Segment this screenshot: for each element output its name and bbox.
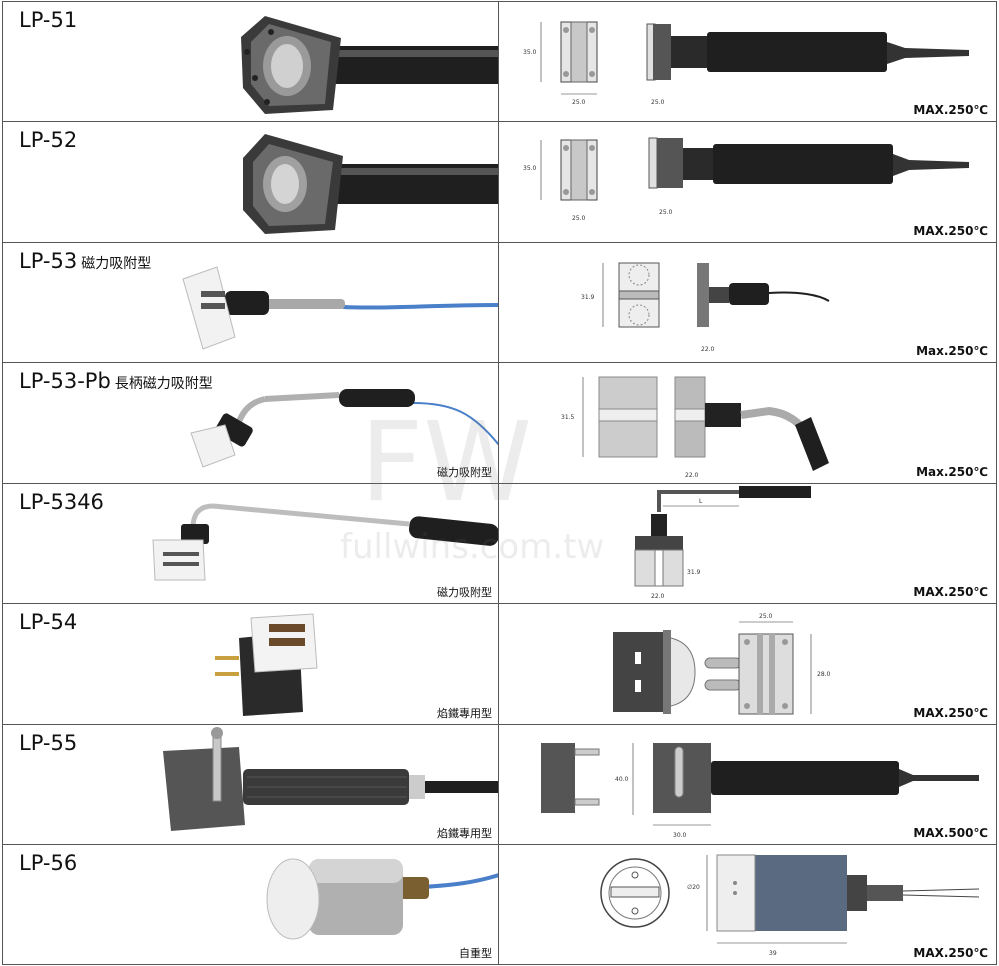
model-label: LP-54 <box>19 610 78 634</box>
photo-cell: LP-55 焰鐵專用型 <box>3 725 499 844</box>
probe-photo <box>241 16 498 114</box>
dim-height: 31.9 <box>581 294 595 301</box>
probe-photo <box>190 389 498 468</box>
dim-length: L <box>699 498 703 505</box>
product-row-lp-54: LP-54 焰鐵專用型 <box>3 604 996 725</box>
probe-photo <box>243 134 498 234</box>
product-row-lp-5346: LP-5346 磁力吸附型 L 31.9 <box>3 484 996 604</box>
photo-cell: LP-54 焰鐵專用型 <box>3 604 499 724</box>
drawing-cell: 25.0 28.0 MAX.250℃ <box>499 604 996 724</box>
drawing-cell: 35.0 25.0 25.0 MAX.250℃ <box>499 122 996 242</box>
dim-height: 28.0 <box>817 671 831 678</box>
model-label: LP-51 <box>19 8 78 32</box>
max-temperature: MAX.250℃ <box>913 946 988 960</box>
product-row-lp-56: LP-56 自重型 ∅20 <box>3 845 996 964</box>
max-temperature: MAX.250℃ <box>913 706 988 720</box>
dim-height: 31.9 <box>687 569 701 576</box>
photo-cell: LP-52 <box>3 122 499 242</box>
probe-photo <box>266 858 498 940</box>
drawing-cell: L 31.9 22.0 MAX.250℃ <box>499 484 996 603</box>
max-temperature: Max.250℃ <box>916 465 988 479</box>
drawing-cell: 31.5 22.0 Max.250℃ <box>499 363 996 483</box>
probe-photo <box>215 613 318 716</box>
drawing-cell: ∅20 39 MAX.250℃ <box>499 845 996 964</box>
type-note: 磁力吸附型 <box>437 466 492 479</box>
product-row-lp-51: LP-51 35.0 25.0 <box>3 2 996 122</box>
type-note: 自重型 <box>459 947 492 960</box>
drawing-cell: 35.0 25.0 25.0 MAX.250℃ <box>499 2 996 121</box>
model-label: LP-55 <box>19 731 78 755</box>
photo-cell: LP-56 自重型 <box>3 845 499 964</box>
dim-width: 25.0 <box>572 215 586 222</box>
technical-drawing: 35.0 25.0 25.0 <box>523 21 969 106</box>
product-row-lp-52: LP-52 35.0 25.0 <box>3 122 996 243</box>
dim-depth: 25.0 <box>651 99 665 106</box>
dim-height: 31.5 <box>561 414 575 421</box>
model-label: LP-52 <box>19 128 78 152</box>
max-temperature: MAX.250℃ <box>913 224 988 238</box>
dim-width: 22.0 <box>685 472 699 479</box>
drawing-cell: 31.9 22.0 Max.250℃ <box>499 243 996 362</box>
max-temperature: MAX.250℃ <box>913 103 988 117</box>
model-label: LP-56 <box>19 851 78 875</box>
product-row-lp-55: LP-55 焰鐵專用型 40.0 <box>3 725 996 845</box>
technical-drawing: ∅20 39 <box>600 854 980 957</box>
drawing-cell: 40.0 30.0 MAX.500℃ <box>499 725 996 844</box>
dim-width: 22.0 <box>651 593 665 600</box>
max-temperature: MAX.500℃ <box>913 826 988 840</box>
dim-width: 25.0 <box>572 99 586 106</box>
technical-drawing: 31.5 22.0 <box>561 376 829 479</box>
dim-width: 22.0 <box>701 346 715 353</box>
technical-drawing: 40.0 30.0 <box>541 743 979 839</box>
max-temperature: Max.250℃ <box>916 344 988 358</box>
probe-photo <box>163 727 498 831</box>
technical-drawing: 25.0 28.0 <box>613 613 831 715</box>
probe-photo <box>152 503 498 581</box>
dim-height: 35.0 <box>523 165 537 172</box>
type-note: 磁力吸附型 <box>437 586 492 599</box>
probe-photo <box>182 266 498 350</box>
dim-length: 39 <box>769 950 777 957</box>
technical-drawing: 31.9 22.0 <box>581 262 830 353</box>
type-note: 焰鐵專用型 <box>437 707 492 720</box>
photo-cell: LP-5346 磁力吸附型 <box>3 484 499 603</box>
type-note: 焰鐵專用型 <box>437 827 492 840</box>
dim-width: 30.0 <box>673 832 687 839</box>
photo-cell: LP-51 <box>3 2 499 121</box>
dim-diameter: ∅20 <box>687 884 700 891</box>
max-temperature: MAX.250℃ <box>913 585 988 599</box>
dim-width: 25.0 <box>759 613 773 620</box>
technical-drawing: 35.0 25.0 25.0 <box>523 137 969 222</box>
technical-drawing: L 31.9 22.0 <box>634 486 811 600</box>
dim-height: 40.0 <box>615 776 629 783</box>
dim-height: 35.0 <box>523 49 537 56</box>
dim-depth: 25.0 <box>659 209 673 216</box>
model-label: LP-5346 <box>19 490 104 514</box>
